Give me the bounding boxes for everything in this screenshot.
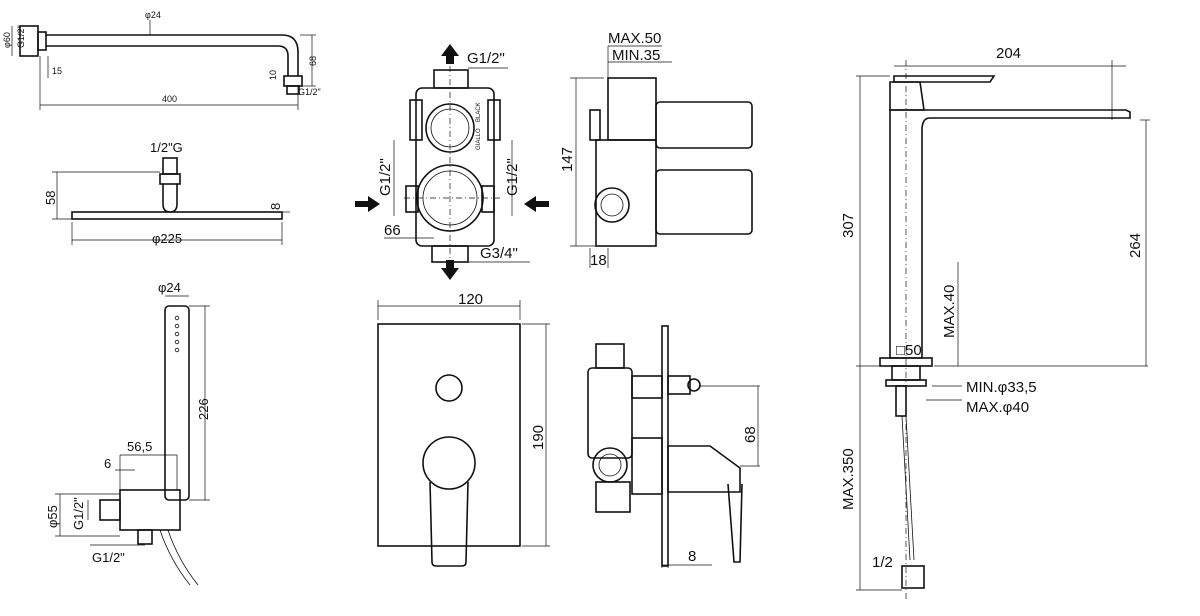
valve-label-giallo: GIALLO [476, 128, 482, 150]
mixer-side-lever [727, 483, 743, 563]
valve-side-lower-cartridge [655, 169, 753, 235]
shower-head-thickness: 8 [268, 203, 283, 210]
hand-shower-outlet [99, 499, 121, 521]
hand-shower-body [164, 305, 190, 501]
cover-plate-height: 190 [530, 425, 547, 450]
cover-plate-drawing: 120 190 [377, 291, 550, 567]
shower-head-dia: φ225 [152, 231, 182, 246]
shower-arm-thread-left: G1/2" [16, 25, 26, 48]
hand-shower-thread-side: G1/2" [71, 497, 86, 530]
shower-arm-nut [283, 75, 303, 87]
tall-mixer-height: 307 [840, 213, 857, 238]
mixer-side-offset: 68 [742, 426, 759, 443]
hand-shower-dia: φ24 [158, 280, 181, 295]
tall-mixer-lever [893, 75, 996, 83]
hand-shower-drawing: φ24 226 56,5 6 φ55 G1/2" G1/2" [45, 280, 211, 586]
shower-arm-wall-dim: 15 [52, 66, 62, 76]
lever-handle [429, 481, 469, 567]
mixer-side-body [587, 367, 633, 459]
valve-bottom-thread: G3/4" [480, 245, 518, 262]
shower-head-drawing: 1/2"G 58 8 φ225 [43, 140, 290, 246]
hand-shower-step: 6 [104, 456, 111, 471]
valve-side-height: 147 [559, 147, 576, 172]
valve-side-port [594, 187, 630, 223]
tall-mixer-min-hole: MIN.φ33,5 [966, 379, 1037, 396]
valve-upper-port [425, 103, 475, 153]
hand-shower-bracket [119, 489, 181, 531]
shower-head-thread: 1/2"G [150, 140, 183, 155]
valve-side-dim: 66 [384, 222, 401, 239]
shower-arm-connector [37, 31, 47, 51]
tall-mixer-base-size: □50 [896, 342, 922, 359]
shower-arm-tube-dia: φ24 [145, 10, 161, 20]
tall-mixer-max-deck: MAX.40 [941, 285, 958, 338]
tall-mixer-body [889, 109, 1131, 359]
tall-mixer-hose-length: MAX.350 [840, 448, 857, 510]
arrow-up-icon [441, 44, 459, 64]
mixer-side-plate [661, 325, 669, 567]
mixer-side-top-port [595, 343, 625, 369]
mixer-side-port [592, 447, 628, 483]
shower-arm-drawing: φ60 G1/2" φ24 15 68 10 G1/2" 400 [2, 10, 321, 110]
tall-mixer-spout-height: 264 [1127, 233, 1144, 258]
valve-top-thread: G1/2" [467, 50, 505, 67]
tall-mixer-drawing: 204 307 264 MAX.40 □50 MIN.φ33,5 MAX.φ40… [840, 45, 1150, 600]
arrow-right-icon [355, 196, 380, 212]
tall-mixer-reach: 204 [996, 45, 1021, 62]
valve-side-drawing: MAX.50 MIN.35 147 18 [559, 30, 753, 269]
shower-head-nut [162, 157, 178, 175]
tall-mixer-hose-nut [901, 565, 925, 589]
shower-arm-outlet [286, 85, 300, 95]
valve-left-thread: G1/2" [377, 158, 394, 196]
tall-mixer-max-hole: MAX.φ40 [966, 399, 1029, 416]
valve-side-max: MAX.50 [608, 30, 661, 47]
arrow-left-icon [524, 196, 549, 212]
valve-side-top-block [607, 77, 657, 141]
hand-shower-length: 226 [196, 398, 211, 420]
valve-label-black: BLACK [476, 102, 482, 122]
mixer-side-hub [667, 445, 741, 493]
valve-front-drawing: GIALLO BLACK G1/2" G1/2" G1/2" 66 G3/4" [355, 44, 549, 280]
cover-plate [377, 323, 521, 547]
mixer-side-depth: 8 [688, 548, 696, 565]
valve-left-port [405, 185, 419, 213]
valve-right-port [481, 185, 495, 213]
valve-side-upper-cartridge [655, 101, 753, 149]
shower-arm-tip-dim: 10 [268, 70, 278, 80]
shower-arm-flange-dia: φ60 [2, 32, 12, 48]
hand-shower-thread-bottom: G1/2" [92, 550, 125, 565]
shower-arm-drop-dim: 68 [308, 56, 318, 66]
shower-arm-tube-top [46, 34, 299, 76]
shower-arm-thread-right: G1/2" [298, 87, 321, 97]
tall-mixer-hose-thread: 1/2 [872, 554, 893, 571]
shower-head-plate [71, 211, 283, 220]
hand-shower-offset: 56,5 [127, 439, 152, 454]
valve-side-depth: 18 [590, 252, 607, 269]
arrow-down-icon [441, 260, 459, 280]
valve-top-port [433, 69, 469, 89]
valve-side-min: MIN.35 [612, 47, 660, 64]
valve-right-thread: G1/2" [504, 158, 521, 196]
cover-plate-width: 120 [458, 291, 483, 308]
mixer-side-knob [687, 378, 701, 392]
hand-shower-base-dia: φ55 [45, 505, 60, 528]
valve-side-body [595, 139, 657, 247]
mixer-side-drawing: 68 8 [587, 325, 760, 568]
diverter-knob [435, 374, 463, 402]
lever-hub [422, 436, 476, 490]
shower-arm-length: 400 [162, 94, 177, 104]
shower-arm-tube-bottom [46, 45, 289, 76]
shower-head-height: 58 [43, 191, 58, 205]
